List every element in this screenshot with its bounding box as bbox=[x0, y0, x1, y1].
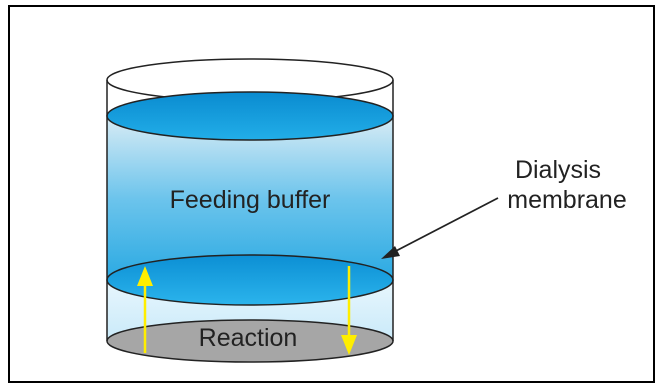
feeding-buffer-label: Feeding buffer bbox=[170, 186, 331, 214]
membrane-pointer-arrow bbox=[381, 197, 499, 259]
reaction-label: Reaction bbox=[199, 324, 298, 352]
feeding-buffer-body bbox=[107, 116, 393, 300]
feeding-buffer-surface bbox=[106, 91, 394, 141]
dialysis-membrane-label-line2: membrane bbox=[507, 186, 627, 214]
downward-flow-arrow bbox=[341, 266, 357, 355]
upward-flow-arrow bbox=[137, 266, 153, 353]
dialysis-membrane-label-line1: Dialysis bbox=[515, 156, 601, 184]
